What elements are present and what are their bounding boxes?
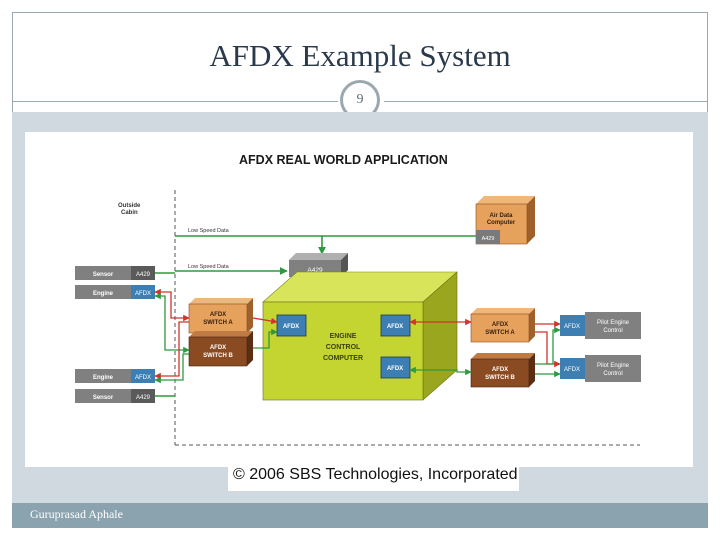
left-switch-a-label-1: AFDX — [210, 312, 226, 318]
pilot-engine-control-top: AFDX Pilot Engine Control — [560, 312, 641, 339]
pilot-top-label-1: Pilot Engine — [597, 320, 630, 326]
pilot-bottom-label-2: Control — [603, 371, 622, 377]
pilot-top-port: AFDX — [564, 324, 580, 330]
air-data-label-1: Air Data — [489, 213, 513, 219]
link-ecc-right-switch-b — [409, 366, 472, 376]
ecc-port-right-bottom-label: AFDX — [387, 366, 403, 372]
title-rule-left — [12, 101, 338, 102]
diagram-heading: AFDX REAL WORLD APPLICATION — [239, 153, 448, 167]
ecc-label-1: ENGINE — [330, 333, 357, 340]
outside-cabin-label-2: Cabin — [121, 210, 138, 216]
slide-title: AFDX Example System — [209, 38, 511, 73]
right-switch-b: AFDX SWITCH B — [470, 353, 535, 388]
left-switch-b-label-1: AFDX — [210, 345, 226, 351]
pilot-engine-control-bottom: AFDX Pilot Engine Control — [560, 355, 641, 382]
air-data-port: A429 — [482, 236, 495, 242]
right-switch-a-label-1: AFDX — [492, 322, 508, 328]
engine-a429-port: A429 — [307, 267, 323, 274]
copyright-notice: © 2006 SBS Technologies, Incorporated — [233, 466, 518, 483]
link-right-switch-b-pilot-top — [535, 326, 561, 365]
link-left-bottom-engine-switch-a — [154, 321, 189, 380]
engine-control-computer: ENGINE CONTROL COMPUTER AFDX AFDX AFDX — [262, 271, 458, 401]
right-switch-b-label-1: AFDX — [492, 367, 508, 373]
link-left-bottom-engine-switch-b — [154, 353, 189, 384]
pilot-bottom-port: AFDX — [564, 367, 580, 373]
left-switch-a: AFDX SWITCH A — [188, 298, 253, 334]
diagram-canvas: AFDX REAL WORLD APPLICATION Outside Cabi… — [75, 153, 641, 446]
left-bottom-engine: Engine — [93, 375, 114, 381]
ecc-port-right-top-label: AFDX — [387, 324, 403, 330]
left-top-sensor-port: A429 — [136, 272, 151, 278]
air-data-computer: Air Data Computer A429 — [475, 196, 535, 245]
left-bottom-engine-port: AFDX — [135, 375, 151, 381]
ecc-label-3: COMPUTER — [323, 355, 363, 362]
ecc-label-2: CONTROL — [326, 344, 361, 351]
footer-bar — [12, 503, 708, 528]
left-top-engine-port: AFDX — [135, 291, 151, 297]
left-switch-b-label-2: SWITCH B — [203, 353, 233, 359]
ecc-port-left-label: AFDX — [283, 324, 299, 330]
link-left-switch-b-ecc — [253, 328, 278, 349]
left-top-engine: Engine — [93, 291, 114, 297]
low-speed-data-label-1: Low Speed Data — [188, 228, 230, 234]
right-switch-b-label-2: SWITCH B — [485, 375, 515, 381]
left-switch-a-label-2: SWITCH A — [203, 320, 233, 326]
pilot-bottom-label-1: Pilot Engine — [597, 363, 630, 369]
left-bottom-sensor-port: A429 — [136, 395, 151, 401]
left-top-unit: Sensor A429 Engine AFDX — [75, 266, 155, 299]
link-left-switch-a-ecc — [252, 317, 278, 325]
link-low-speed-1 — [175, 235, 326, 255]
left-bottom-sensor: Sensor — [93, 395, 114, 401]
footer-author: Guruprasad Aphale — [30, 507, 123, 521]
low-speed-data-label-2: Low Speed Data — [188, 264, 230, 270]
link-right-switch-a-pilot-bottom — [535, 331, 561, 368]
right-switch-a: AFDX SWITCH A — [470, 308, 535, 343]
pilot-top-label-2: Control — [603, 328, 622, 334]
left-top-sensor: Sensor — [93, 272, 114, 278]
copyright-box — [228, 463, 519, 491]
ecc-port-left — [276, 314, 307, 337]
right-switch-a-label-2: SWITCH A — [485, 330, 515, 336]
left-bottom-unit: Engine AFDX Sensor A429 — [75, 369, 155, 403]
air-data-label-2: Computer — [487, 220, 516, 226]
left-switch-b: AFDX SWITCH B — [188, 331, 253, 367]
afdx-diagram: AFDX REAL WORLD APPLICATION Outside Cabi… — [25, 132, 693, 467]
ecc-port-right-top — [380, 314, 411, 337]
outside-cabin-label-1: Outside — [118, 203, 141, 209]
title-rule-right — [384, 101, 708, 102]
link-left-top-engine-switch-b — [154, 292, 190, 354]
